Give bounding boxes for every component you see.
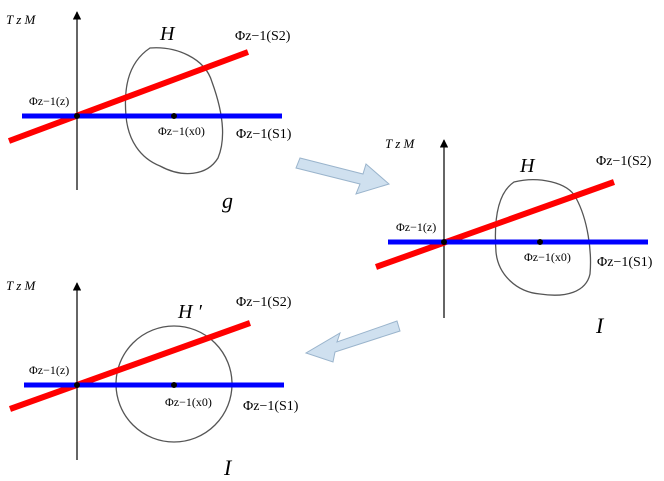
region-label: H xyxy=(519,155,536,177)
caption: I xyxy=(223,455,233,480)
axis-label: T z M xyxy=(385,136,416,151)
panel-1: T z M H Φz−1(S2) Φz−1(S1) Φz−1(z) Φz−1(x… xyxy=(6,11,292,213)
origin-label: Φz−1(z) xyxy=(29,363,69,377)
region-label: H ′ xyxy=(177,301,202,323)
panel-3: T z M H ′ Φz−1(S2) Φz−1(S1) Φz−1(z) Φz−1… xyxy=(6,278,299,480)
point-label: Φz−1(x0) xyxy=(158,124,205,138)
red-line-label: Φz−1(S2) xyxy=(236,295,292,310)
region-outline xyxy=(124,47,224,175)
transition-arrow-1 xyxy=(295,157,391,195)
region-label: H xyxy=(159,23,176,45)
blue-line-label: Φz−1(S1) xyxy=(243,399,299,414)
x0-point xyxy=(537,239,543,245)
origin-point xyxy=(441,239,447,245)
red-line-label: Φz−1(S2) xyxy=(235,29,291,44)
panel-2: T z M H Φz−1(S2) Φz−1(S1) Φz−1(z) Φz−1(x… xyxy=(374,136,653,338)
red-line xyxy=(374,179,616,270)
origin-point xyxy=(74,382,80,388)
x0-point xyxy=(171,382,177,388)
axis-label: T z M xyxy=(6,12,37,27)
axis-label: T z M xyxy=(6,278,37,293)
red-line xyxy=(7,49,250,144)
origin-label: Φz−1(z) xyxy=(396,220,436,234)
red-line xyxy=(8,320,252,412)
blue-line-label: Φz−1(S1) xyxy=(597,255,653,270)
point-label: Φz−1(x0) xyxy=(524,250,571,264)
point-label: Φz−1(x0) xyxy=(165,395,212,409)
x0-point xyxy=(171,113,177,119)
transition-arrow-2 xyxy=(304,320,401,363)
red-line-label: Φz−1(S2) xyxy=(596,154,652,169)
origin-point xyxy=(74,113,80,119)
caption: g xyxy=(222,188,233,213)
origin-label: Φz−1(z) xyxy=(29,94,69,108)
caption: I xyxy=(595,313,605,338)
blue-line-label: Φz−1(S1) xyxy=(236,127,292,142)
